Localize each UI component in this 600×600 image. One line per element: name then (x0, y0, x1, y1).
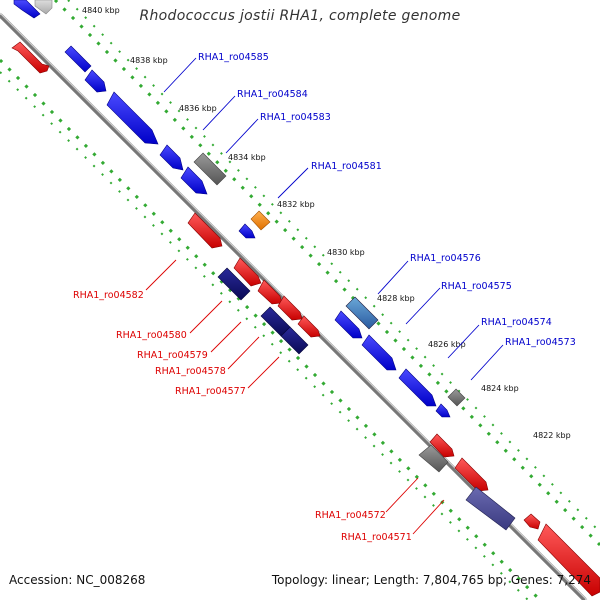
scale-ticks: 4840 kbp 4838 kbp 4836 kbp 4834 kbp 4832… (82, 6, 571, 440)
gene-feature[interactable] (84, 69, 107, 93)
outer-ruler-upper (53, 0, 600, 547)
reverse-gene-labels (145, 259, 445, 535)
gene-feature[interactable] (435, 403, 451, 418)
gene-label[interactable]: RHA1_ro04577 (175, 386, 246, 397)
map-title: Rhodococcus jostii RHA1, complete genome (139, 8, 461, 24)
gene-label[interactable]: RHA1_ro04580 (116, 330, 187, 341)
gene-label[interactable]: RHA1_ro04582 (73, 290, 144, 301)
leader-line (225, 118, 259, 154)
gene-feature[interactable] (217, 267, 251, 301)
gene-label[interactable]: RHA1_ro04584 (237, 89, 308, 100)
gene-feature[interactable] (11, 41, 50, 74)
gene-feature[interactable] (106, 91, 159, 145)
leader-line (277, 167, 309, 199)
gene-label[interactable]: RHA1_ro04573 (505, 337, 576, 348)
gene-label[interactable]: RHA1_ro04575 (441, 281, 512, 292)
leader-line (412, 499, 445, 535)
leader-line (210, 321, 242, 353)
gene-feature[interactable] (250, 210, 271, 231)
leader-line (202, 95, 236, 131)
gene-label[interactable]: RHA1_ro04576 (410, 253, 481, 264)
gene-feature[interactable] (418, 444, 449, 473)
gene-feature[interactable] (34, 0, 53, 15)
gene-feature[interactable] (429, 433, 455, 458)
gene-feature[interactable] (233, 257, 262, 287)
gene-label[interactable]: RHA1_ro04572 (315, 510, 386, 521)
gene-label[interactable]: RHA1_ro04583 (260, 112, 331, 123)
gene-feature[interactable] (334, 310, 363, 339)
leader-line (227, 336, 260, 370)
forward-gene-label-texts: RHA1_ro04585 RHA1_ro04584 RHA1_ro04583 R… (198, 52, 576, 348)
gene-feature[interactable] (465, 486, 516, 531)
gene-feature[interactable] (297, 315, 321, 338)
gene-label[interactable]: RHA1_ro04574 (481, 317, 552, 328)
gene-feature[interactable] (187, 212, 223, 249)
scale-tick: 4832 kbp (277, 200, 315, 209)
leader-line (189, 300, 223, 334)
inner-ruler-lower (0, 58, 542, 600)
scale-tick: 4828 kbp (377, 294, 415, 303)
leader-line (145, 259, 177, 291)
gene-feature[interactable] (257, 279, 283, 305)
gene-feature[interactable] (159, 144, 184, 171)
gene-feature[interactable] (238, 223, 256, 239)
gene-label[interactable]: RHA1_ro04585 (198, 52, 269, 63)
accession-text: Accession: NC_008268 (9, 573, 146, 587)
scale-tick: 4840 kbp (82, 6, 120, 15)
gene-label[interactable]: RHA1_ro04579 (137, 350, 208, 361)
gene-feature[interactable] (193, 152, 227, 186)
scale-tick: 4824 kbp (481, 384, 519, 393)
reverse-gene-label-texts: RHA1_ro04582 RHA1_ro04580 RHA1_ro04579 R… (73, 290, 412, 543)
gene-label[interactable]: RHA1_ro04578 (155, 366, 226, 377)
gene-feature[interactable] (64, 45, 92, 73)
leader-line (377, 260, 409, 295)
scale-tick: 4834 kbp (228, 153, 266, 162)
leader-line (405, 287, 441, 325)
forward-gene-labels (163, 57, 504, 381)
leader-line (163, 57, 197, 93)
leader-line (385, 477, 419, 513)
leader-line (470, 344, 504, 381)
gene-label[interactable]: RHA1_ro04571 (341, 532, 412, 543)
inner-ruler-lower-2 (0, 71, 529, 600)
gene-feature[interactable] (361, 334, 397, 371)
reverse-strand-features (11, 41, 600, 597)
leader-line (247, 356, 280, 389)
gene-feature[interactable] (13, 0, 41, 19)
forward-strand-features (13, 0, 466, 418)
scale-tick: 4836 kbp (179, 104, 217, 113)
outer-ruler-upper-2 (67, 0, 600, 533)
gene-feature[interactable] (345, 296, 379, 330)
gene-feature[interactable] (277, 295, 303, 321)
gene-label[interactable]: RHA1_ro04581 (311, 161, 382, 172)
gene-feature[interactable] (523, 513, 541, 530)
scale-tick: 4838 kbp (130, 56, 168, 65)
gene-feature[interactable] (280, 326, 309, 355)
scale-tick: 4822 kbp (533, 431, 571, 440)
scale-tick: 4826 kbp (428, 340, 466, 349)
scale-tick: 4830 kbp (327, 248, 365, 257)
leader-line (447, 324, 480, 359)
gene-feature[interactable] (537, 523, 600, 597)
gene-feature[interactable] (398, 368, 437, 407)
gene-feature[interactable] (180, 166, 208, 195)
gene-feature[interactable] (454, 457, 489, 492)
gene-feature[interactable] (447, 388, 466, 407)
genome-summary-text: Topology: linear; Length: 7,804,765 bp; … (271, 573, 591, 587)
